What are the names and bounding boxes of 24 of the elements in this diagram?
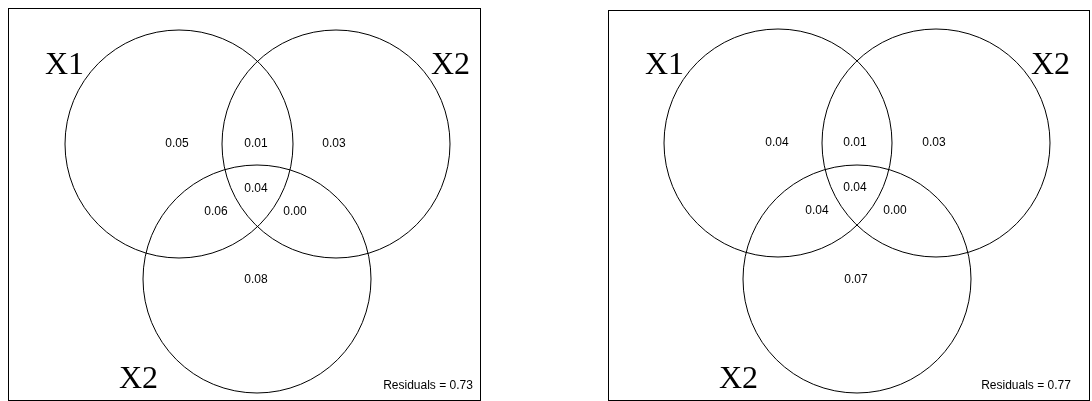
- plot-panel: [608, 10, 1090, 401]
- plot-panel: [8, 8, 481, 401]
- region-value: 0.00: [283, 204, 307, 218]
- region-value: 0.01: [244, 136, 268, 150]
- set-label: X1: [45, 47, 85, 79]
- region-value: 0.04: [244, 181, 268, 195]
- region-value: 0.04: [805, 203, 829, 217]
- region-value: 0.03: [322, 136, 346, 150]
- region-value: 0.04: [843, 180, 867, 194]
- set-label: X2: [1031, 47, 1071, 79]
- residuals-note: Residuals = 0.77: [981, 378, 1071, 392]
- region-value: 0.07: [844, 272, 868, 286]
- residuals-note: Residuals = 0.73: [383, 378, 473, 392]
- region-value: 0.06: [204, 204, 228, 218]
- set-label: X2: [431, 47, 471, 79]
- region-value: 0.01: [843, 135, 867, 149]
- set-label: X2: [119, 361, 159, 393]
- set-label: X1: [645, 47, 685, 79]
- region-value: 0.05: [165, 136, 189, 150]
- region-value: 0.08: [244, 272, 268, 286]
- set-label: X2: [719, 361, 759, 393]
- region-value: 0.04: [765, 135, 789, 149]
- region-value: 0.00: [883, 203, 907, 217]
- region-value: 0.03: [922, 135, 946, 149]
